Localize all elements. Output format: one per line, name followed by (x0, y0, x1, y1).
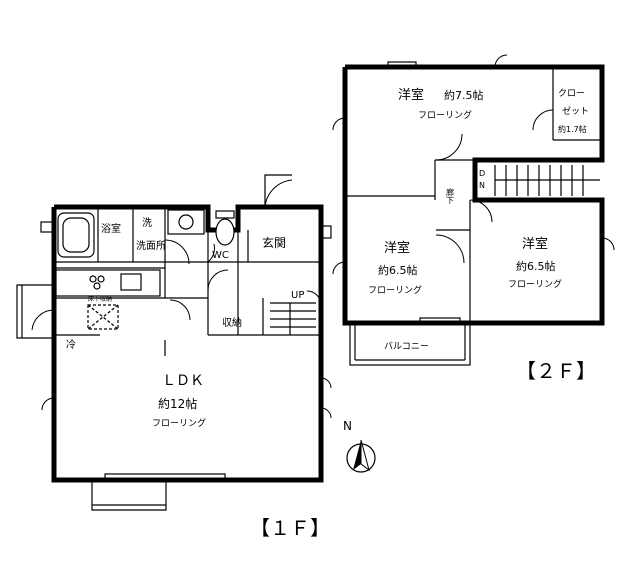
label-room2: 洋室 (384, 240, 410, 256)
label-balcony: バルコニー (384, 341, 429, 352)
label-closet-size: 約1.7帖 (558, 124, 587, 134)
balcony (349, 322, 471, 366)
label-under-floor-storage: 床下収納 (88, 295, 112, 303)
label-room2-size: 約6.5帖 (378, 263, 418, 277)
label-ldk-size: 約12帖 (158, 396, 197, 411)
label-room3: 洋室 (522, 236, 548, 252)
label-closet-2: ゼット (562, 105, 589, 117)
label-washroom: 洗面所 (136, 240, 166, 252)
kitchen-counter (55, 269, 161, 297)
label-ldk-floor: フローリング (152, 417, 206, 429)
floor-2 (332, 54, 615, 366)
label-ldk: ＬＤＫ (162, 373, 204, 389)
toilet (215, 210, 235, 219)
label-entrance: 玄関 (262, 235, 286, 250)
label-wc: WC (212, 250, 229, 261)
label-room1-floor: フローリング (418, 109, 472, 121)
label-room1-size: 約7.5帖 (444, 88, 484, 102)
label-room3-size: 約6.5帖 (516, 259, 556, 273)
label-dn-d: D (479, 169, 485, 178)
compass (346, 439, 376, 473)
label-fridge: 冷 (66, 338, 76, 351)
label-bath: 浴室 (101, 222, 121, 235)
label-up: UP (291, 290, 304, 301)
label-1f: 【１Ｆ】 (250, 516, 330, 540)
label-wash-mark: 洗 (142, 217, 152, 229)
label-room3-floor: フローリング (508, 278, 562, 290)
label-storage: 収納 (222, 316, 242, 329)
label-room2-floor: フローリング (368, 284, 422, 296)
label-2f: 【２Ｆ】 (516, 359, 596, 383)
label-closet-1: クロー (558, 88, 585, 99)
compass-north-label: N (343, 419, 352, 433)
label-dn-n: N (479, 181, 485, 190)
label-corridor: 廊下 (446, 187, 455, 205)
floor-1 (16, 174, 332, 511)
stairs-1f (270, 302, 316, 335)
2f-outer-wall (342, 64, 605, 326)
stairs-2f (494, 165, 600, 196)
label-room1: 洋室 (398, 87, 424, 103)
